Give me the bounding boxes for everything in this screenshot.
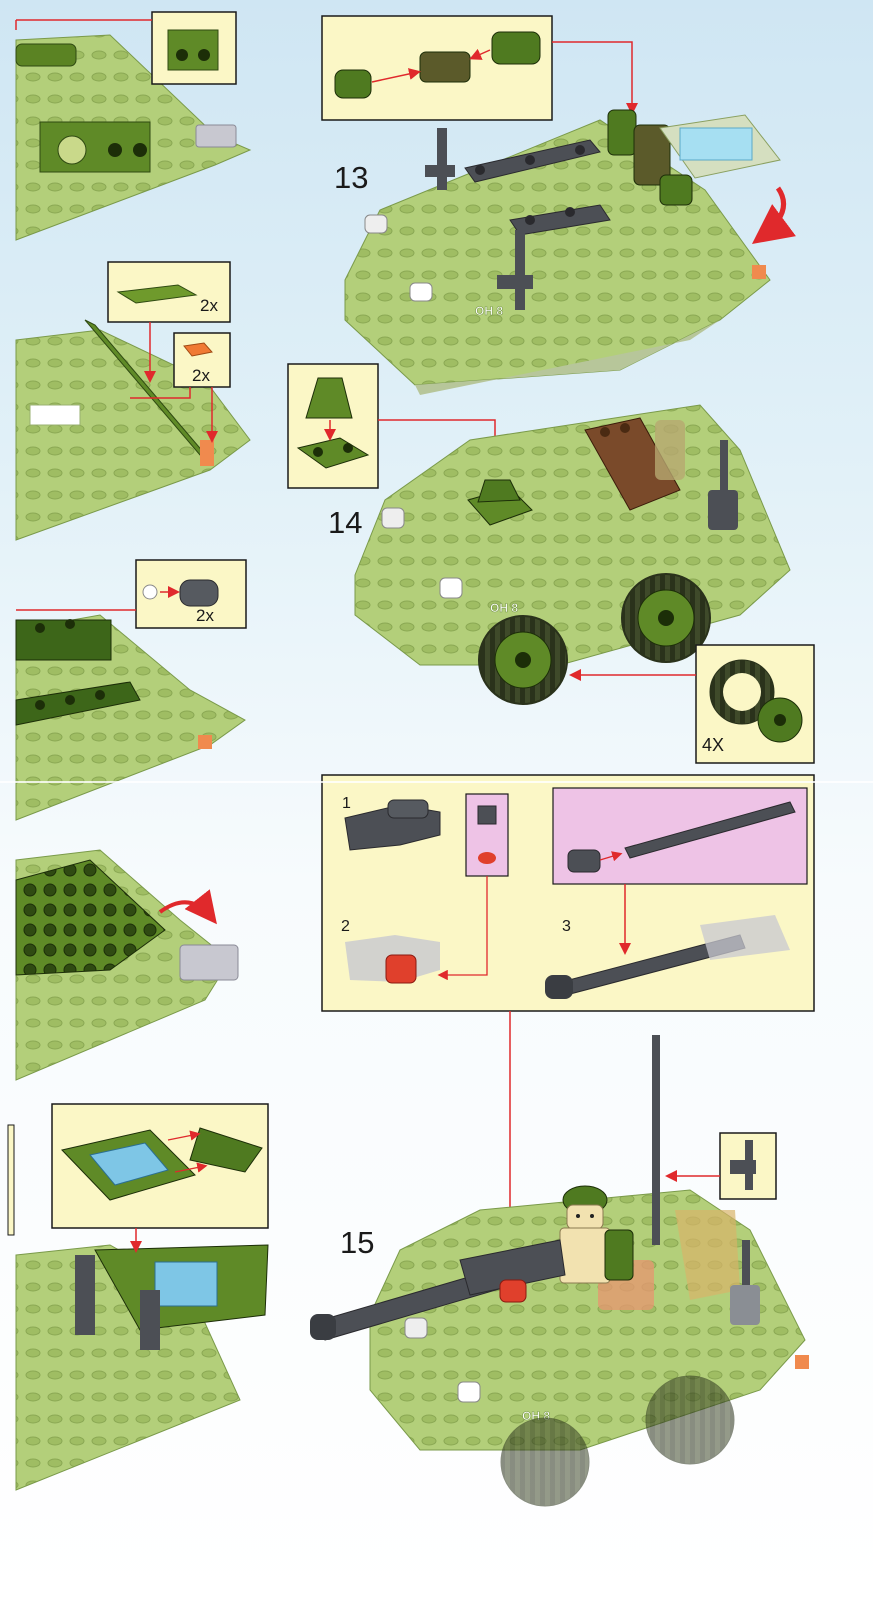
- page-fold-line: [0, 781, 873, 783]
- callout-window-plate: [52, 1104, 268, 1250]
- pin-quantity-label: 2x: [196, 606, 214, 626]
- orange-tile-quantity-label: 2x: [192, 366, 210, 386]
- substep-number-2: 2: [341, 918, 350, 936]
- left-vehicle-e: [16, 1245, 268, 1490]
- step-number-13: 13: [334, 160, 368, 196]
- substep-number-1: 1: [342, 795, 351, 813]
- vehicle-step-13: OH 8: [345, 110, 784, 395]
- callout-wheels: [572, 645, 814, 763]
- callout-gun-barrel-parts: [322, 16, 632, 120]
- substep-number-3: 3: [562, 918, 571, 936]
- wheel-front: [479, 616, 567, 704]
- wheel-quantity-label: 4X: [702, 735, 724, 756]
- vehicle-step-15: OH 8: [310, 1035, 809, 1506]
- left-vehicle-c: [16, 615, 245, 820]
- left-edge-callout: [8, 1125, 14, 1235]
- vehicle-marking-13: OH 8: [475, 304, 503, 318]
- left-vehicle-d: [16, 850, 238, 1080]
- callout-antenna-clip: [668, 1133, 776, 1199]
- vehicle-marking-14: OH 8: [490, 601, 518, 615]
- step-number-15: 15: [340, 1225, 374, 1261]
- step-number-14: 14: [328, 505, 362, 541]
- tile-quantity-label: 2x: [200, 296, 218, 316]
